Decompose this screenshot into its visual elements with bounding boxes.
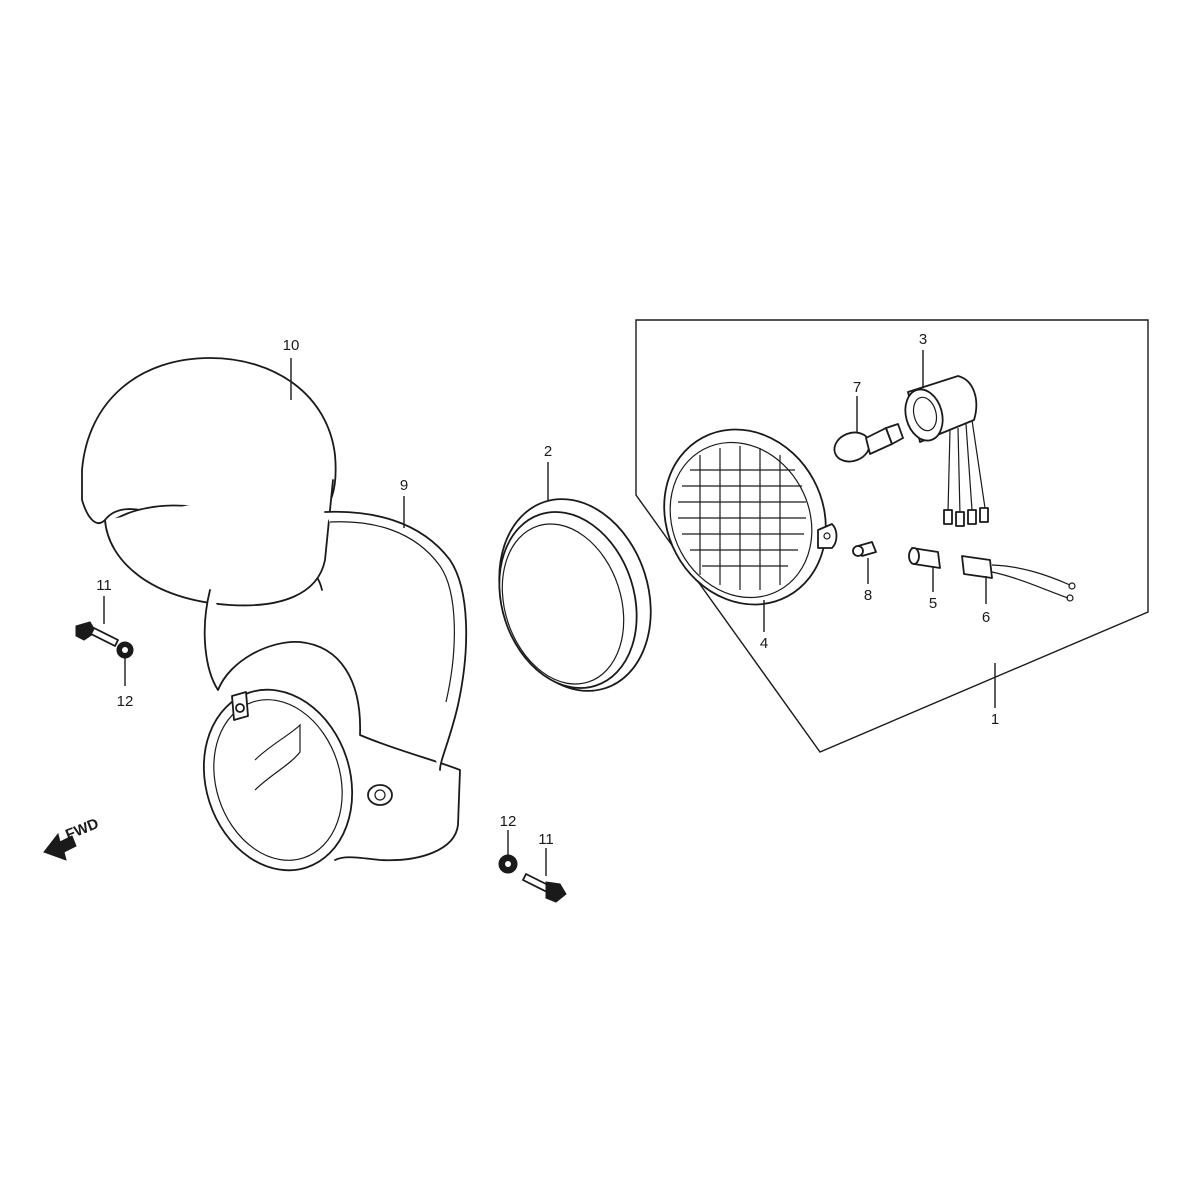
part-11-bolt-left [75, 621, 119, 647]
part-3-socket [904, 375, 989, 527]
callout-8: 8 [864, 587, 872, 604]
callout-10: 10 [283, 337, 300, 354]
part-10-visor [81, 357, 337, 607]
callout-11-left: 11 [96, 577, 112, 594]
callout-5: 5 [929, 595, 937, 612]
callout-2: 2 [544, 443, 552, 460]
callout-1: 1 [991, 711, 999, 728]
callout-7: 7 [853, 379, 861, 396]
callout-11-bottom: 11 [538, 831, 554, 848]
callout-9: 9 [400, 477, 408, 494]
fwd-arrow: FWD [43, 815, 101, 861]
part-2-headlight-rim [498, 498, 652, 692]
callout-12-left: 12 [117, 693, 134, 710]
part-11-bolt-bottom [522, 873, 567, 903]
part-7-bulb [833, 423, 904, 463]
fwd-arrow-icon [43, 832, 77, 861]
part-5-socket [908, 547, 941, 569]
part-6-wire-harness [961, 555, 1076, 602]
callout-6: 6 [982, 609, 990, 626]
part-12-washer-bottom [498, 854, 518, 874]
callout-12-bottom: 12 [500, 813, 517, 830]
fwd-label: FWD [63, 815, 101, 844]
assembly-group-outline [635, 319, 1149, 753]
part-4-headlight-unit [663, 428, 838, 606]
callout-4: 4 [760, 635, 768, 652]
callout-3: 3 [919, 331, 927, 348]
part-8-small-bulb [852, 541, 877, 557]
part-12-washer-left [116, 641, 134, 659]
part-9-headlight-case [202, 510, 468, 872]
